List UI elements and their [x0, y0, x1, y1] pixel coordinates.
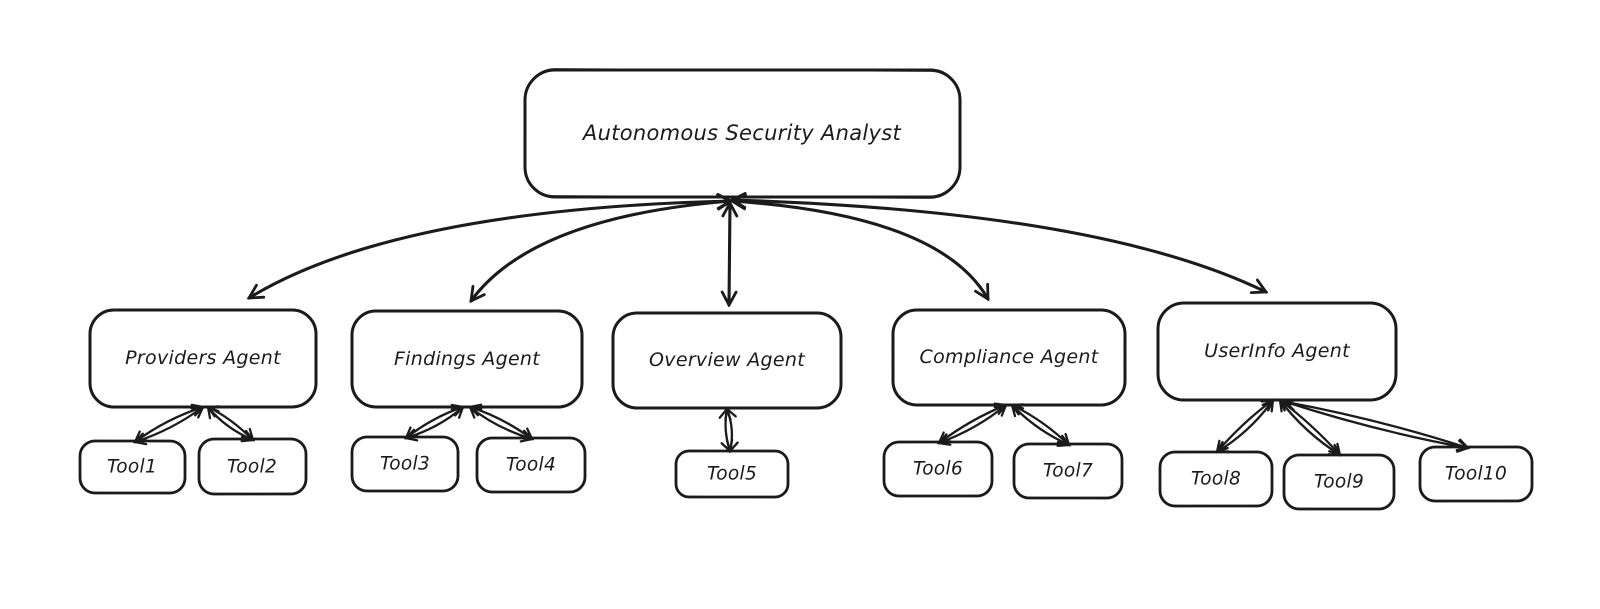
node-tool7[interactable]: Tool7 [1012, 442, 1124, 500]
edge-userinfo-tool8[interactable] [1217, 400, 1273, 452]
edge-findings-tool3[interactable] [406, 407, 463, 438]
node-label-tool9: Tool9 [1314, 472, 1364, 493]
node-findings-agent[interactable]: Findings Agent [350, 309, 584, 409]
edge-asa-findings-agent[interactable] [471, 201, 731, 301]
node-tool5[interactable]: Tool5 [674, 449, 790, 499]
node-label-tool7: Tool7 [1043, 461, 1093, 482]
node-label-tool10: Tool10 [1445, 464, 1507, 485]
node-label-tool6: Tool6 [913, 459, 963, 480]
node-label-compliance: Compliance Agent [920, 346, 1100, 368]
node-tool9[interactable]: Tool9 [1282, 453, 1396, 511]
node-label-providers: Providers Agent [125, 347, 282, 369]
node-tool1[interactable]: Tool1 [78, 439, 187, 495]
node-label-tool1: Tool1 [107, 457, 157, 478]
edge-userinfo-tool9[interactable] [1280, 400, 1340, 455]
edge-compliance-tool7[interactable] [1012, 405, 1069, 445]
node-autonomous-security-analyst[interactable]: Autonomous Security Analyst [523, 68, 962, 199]
node-label-userinfo: UserInfo Agent [1204, 340, 1351, 362]
edge-userinfo-tool10[interactable] [1286, 402, 1468, 448]
node-label-findings: Findings Agent [394, 348, 541, 370]
edge-asa-overview-agent[interactable] [729, 203, 730, 305]
edge-asa-providers-agent[interactable] [249, 201, 731, 300]
node-label-tool2: Tool2 [227, 457, 277, 478]
node-label-tool8: Tool8 [1191, 469, 1241, 490]
node-label-root: Autonomous Security Analyst [581, 121, 902, 145]
node-compliance-agent[interactable]: Compliance Agent [891, 308, 1127, 407]
node-label-tool4: Tool4 [506, 455, 556, 476]
node-tool6[interactable]: Tool6 [882, 440, 994, 498]
edge-providers-tool2[interactable] [208, 407, 253, 440]
edge-providers-tool1[interactable] [135, 407, 203, 442]
node-label-overview: Overview Agent [649, 349, 806, 371]
node-providers-agent[interactable]: Providers Agent [88, 308, 318, 409]
node-tool8[interactable]: Tool8 [1158, 450, 1274, 508]
node-overview-agent[interactable]: Overview Agent [611, 311, 843, 410]
edge-compliance-tool6[interactable] [939, 405, 1006, 443]
edge-findings-tool4[interactable] [470, 407, 532, 439]
node-tool10[interactable]: Tool10 [1418, 445, 1534, 503]
node-tool2[interactable]: Tool2 [197, 437, 308, 496]
node-tool4[interactable]: Tool4 [475, 436, 587, 494]
edge-asa-userinfo-agent[interactable] [732, 200, 1266, 292]
node-label-tool5: Tool5 [707, 464, 757, 485]
edge-overview-tool5[interactable] [726, 409, 732, 451]
node-userinfo-agent[interactable]: UserInfo Agent [1156, 301, 1398, 402]
node-tool3[interactable]: Tool3 [350, 435, 460, 493]
node-label-tool3: Tool3 [380, 454, 430, 475]
